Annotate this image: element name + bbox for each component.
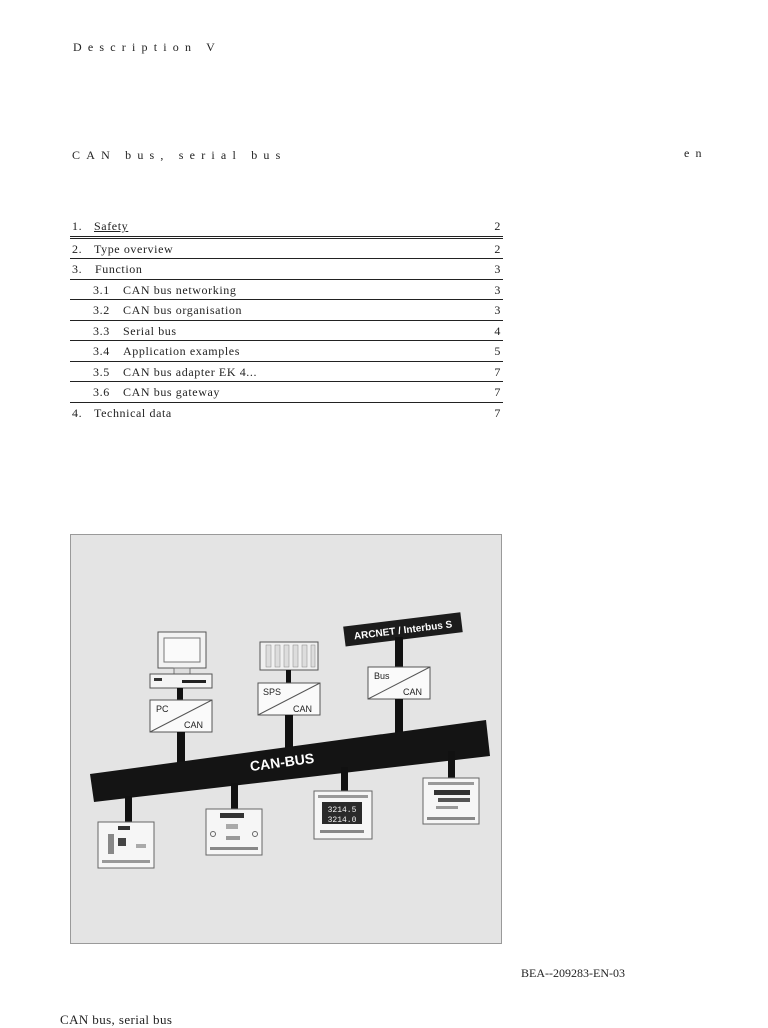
toc-page: 7 bbox=[494, 364, 501, 379]
toc-number: 4. bbox=[72, 405, 83, 420]
toc-page: 5 bbox=[494, 344, 501, 358]
document-reference: BEA--209283-EN-03 bbox=[521, 966, 625, 980]
converter-top-label: Bus bbox=[374, 671, 390, 681]
document-title: Description V bbox=[73, 40, 222, 54]
field-device-indicator bbox=[422, 777, 480, 825]
toc-row[interactable]: 3.4 Application examples 5 bbox=[70, 341, 503, 362]
toc-row[interactable]: 3.3 Serial bus 4 bbox=[70, 321, 503, 341]
toc-row[interactable]: 2. Type overview 2 bbox=[70, 239, 503, 259]
toc-page: 2 bbox=[494, 219, 501, 233]
toc-label: Application examples bbox=[123, 344, 240, 358]
converter-bottom-label: CAN bbox=[184, 720, 203, 730]
toc-page: 2 bbox=[494, 241, 501, 256]
field-device-regulator bbox=[205, 808, 263, 856]
device3-connector bbox=[341, 767, 348, 791]
toc-page: 7 bbox=[494, 405, 501, 420]
bus-can-converter: Bus CAN bbox=[367, 666, 431, 700]
can-bus-network-figure: ARCNET / Interbus S PC CAN SPS CAN bbox=[70, 534, 502, 944]
toc-label: Serial bus bbox=[123, 323, 177, 338]
gateway-bus-connector bbox=[395, 699, 403, 733]
language-code: en bbox=[684, 146, 708, 160]
table-of-contents: 1. Safety 2 2. Type overview 2 3. Functi… bbox=[70, 216, 503, 422]
pc-bus-connector bbox=[177, 732, 185, 766]
toc-page: 7 bbox=[494, 385, 501, 399]
field-device-controller bbox=[97, 821, 155, 869]
toc-page: 3 bbox=[494, 303, 501, 317]
toc-label: CAN bus networking bbox=[123, 282, 237, 297]
toc-number: 3.3 bbox=[93, 323, 110, 338]
toc-label: Technical data bbox=[94, 405, 172, 420]
field-device-display: 3214.5 3214.0 bbox=[313, 790, 373, 840]
toc-row[interactable]: 1. Safety 2 bbox=[70, 216, 503, 239]
toc-page: 3 bbox=[494, 262, 501, 276]
toc-number: 2. bbox=[72, 241, 83, 256]
converter-bottom-label: CAN bbox=[293, 704, 312, 714]
document-subtitle: CAN bus, serial bus bbox=[72, 148, 287, 162]
converter-top-label: PC bbox=[156, 704, 169, 714]
toc-label: Safety bbox=[94, 219, 129, 233]
toc-row[interactable]: 4. Technical data 7 bbox=[70, 403, 503, 423]
toc-label: CAN bus adapter EK 4... bbox=[123, 364, 258, 379]
arcnet-connector bbox=[395, 637, 403, 667]
pc-icon bbox=[149, 631, 213, 689]
running-footer-title: CAN bus, serial bus bbox=[60, 1012, 173, 1027]
plc-connector bbox=[286, 670, 291, 683]
plc-icon bbox=[259, 641, 319, 671]
toc-row[interactable]: 3. Function 3 bbox=[70, 259, 503, 280]
toc-number: 3.4 bbox=[93, 344, 110, 358]
toc-number: 3. bbox=[72, 262, 83, 276]
converter-bottom-label: CAN bbox=[403, 687, 422, 697]
device1-connector bbox=[125, 796, 132, 822]
toc-label: Type overview bbox=[94, 241, 174, 256]
toc-row[interactable]: 3.1 CAN bus networking 3 bbox=[70, 280, 503, 300]
toc-number: 3.2 bbox=[93, 303, 110, 317]
toc-label: CAN bus gateway bbox=[123, 385, 220, 399]
toc-label: Function bbox=[95, 262, 143, 276]
toc-number: 1. bbox=[72, 219, 83, 233]
device4-connector bbox=[448, 751, 455, 778]
toc-row[interactable]: 3.5 CAN bus adapter EK 4... 7 bbox=[70, 362, 503, 382]
pc-connector bbox=[177, 688, 183, 700]
toc-number: 3.1 bbox=[93, 282, 110, 297]
sps-bus-connector bbox=[285, 715, 293, 749]
can-bus-band bbox=[90, 720, 490, 802]
display-value-1: 3214.5 bbox=[328, 806, 357, 815]
toc-page: 4 bbox=[494, 323, 501, 338]
display-value-2: 3214.0 bbox=[328, 816, 357, 825]
toc-number: 3.6 bbox=[93, 385, 110, 399]
converter-top-label: SPS bbox=[263, 687, 281, 697]
toc-label: CAN bus organisation bbox=[123, 303, 243, 317]
device2-connector bbox=[231, 783, 238, 809]
toc-number: 3.5 bbox=[93, 364, 110, 379]
toc-row[interactable]: 3.2 CAN bus organisation 3 bbox=[70, 300, 503, 321]
pc-can-converter: PC CAN bbox=[149, 699, 213, 733]
toc-page: 3 bbox=[494, 282, 501, 297]
toc-row[interactable]: 3.6 CAN bus gateway 7 bbox=[70, 382, 503, 403]
sps-can-converter: SPS CAN bbox=[257, 682, 321, 716]
